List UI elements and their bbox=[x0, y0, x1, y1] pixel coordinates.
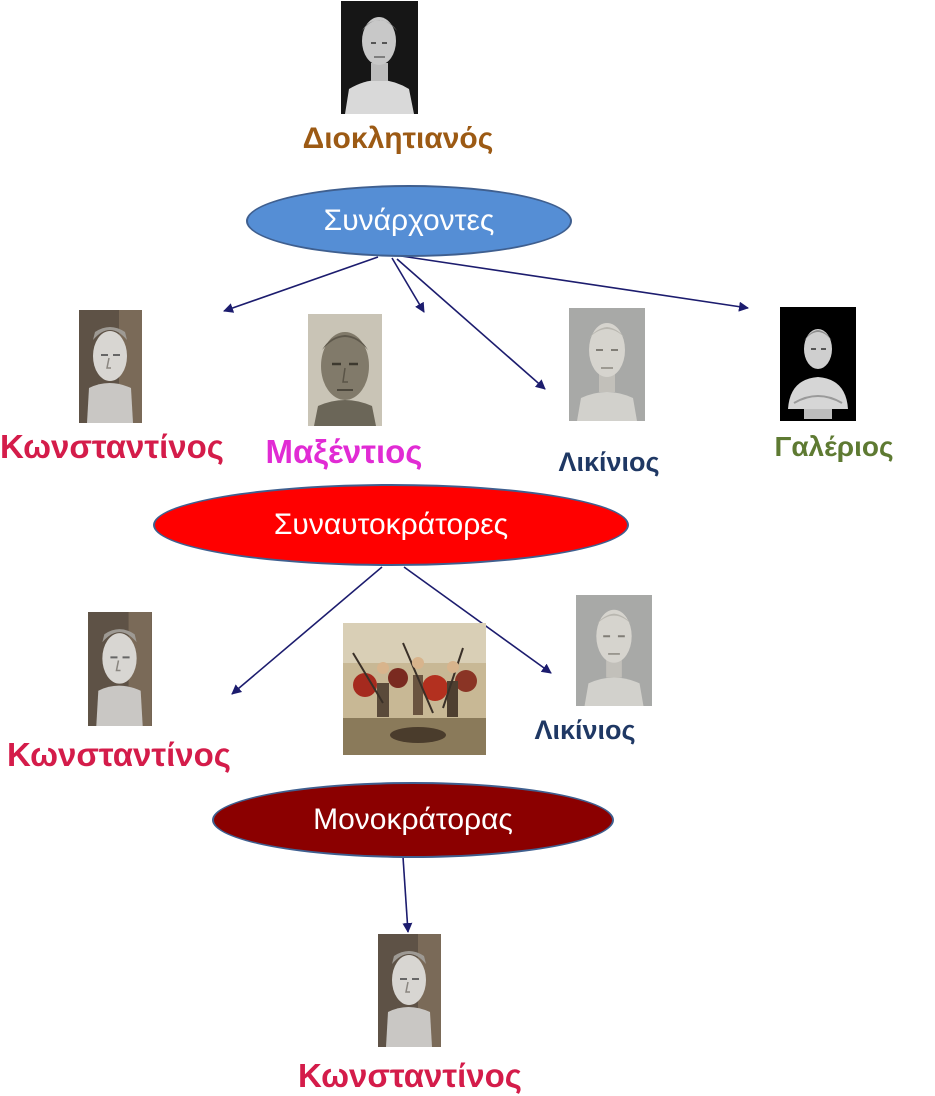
licinius-name-2: Λικίνιος bbox=[534, 715, 636, 745]
licinius-name-1: Λικίνιος bbox=[558, 447, 660, 477]
maxentius-portrait bbox=[308, 314, 382, 426]
battle-painting bbox=[343, 623, 486, 755]
co-rulers-label: Συνάρχοντες bbox=[323, 204, 495, 237]
arrow-to-constantine-1 bbox=[223, 256, 379, 313]
co-emperors-label: Συναυτοκράτορες bbox=[273, 508, 509, 541]
diocletian-name: Διοκλητιανός bbox=[302, 122, 494, 155]
constantine-portrait-3 bbox=[378, 934, 441, 1047]
constantine-portrait-1 bbox=[79, 310, 142, 423]
constantine-name-3: Κωνσταντίνος bbox=[298, 1057, 522, 1094]
constantine-portrait-2 bbox=[88, 612, 152, 726]
licinius-portrait-2 bbox=[576, 595, 652, 706]
monarch-label: Μονοκράτορας bbox=[313, 803, 513, 836]
arrow-to-constantine-2 bbox=[231, 566, 383, 695]
constantine-name-1: Κωνσταντίνος bbox=[0, 428, 224, 465]
co-emperors-ellipse: Συναυτοκράτορες bbox=[153, 484, 629, 566]
galerius-portrait bbox=[780, 307, 856, 421]
monarch-ellipse: Μονοκράτορας bbox=[212, 782, 614, 858]
licinius-portrait-1 bbox=[569, 308, 645, 421]
constantine-name-2: Κωνσταντίνος bbox=[7, 736, 231, 773]
galerius-name: Γαλέριος bbox=[774, 431, 894, 462]
co-rulers-ellipse: Συνάρχοντες bbox=[246, 185, 572, 257]
diocletian-portrait bbox=[341, 1, 418, 114]
arrow-to-galerius bbox=[400, 255, 749, 312]
arrow-to-maxentius bbox=[391, 257, 425, 313]
arrow-to-constantine-3 bbox=[402, 856, 413, 933]
arrow-to-licinius-1 bbox=[396, 258, 546, 390]
arrow-to-licinius-2 bbox=[403, 566, 552, 674]
maxentius-name: Μαξέντιος bbox=[265, 433, 423, 470]
